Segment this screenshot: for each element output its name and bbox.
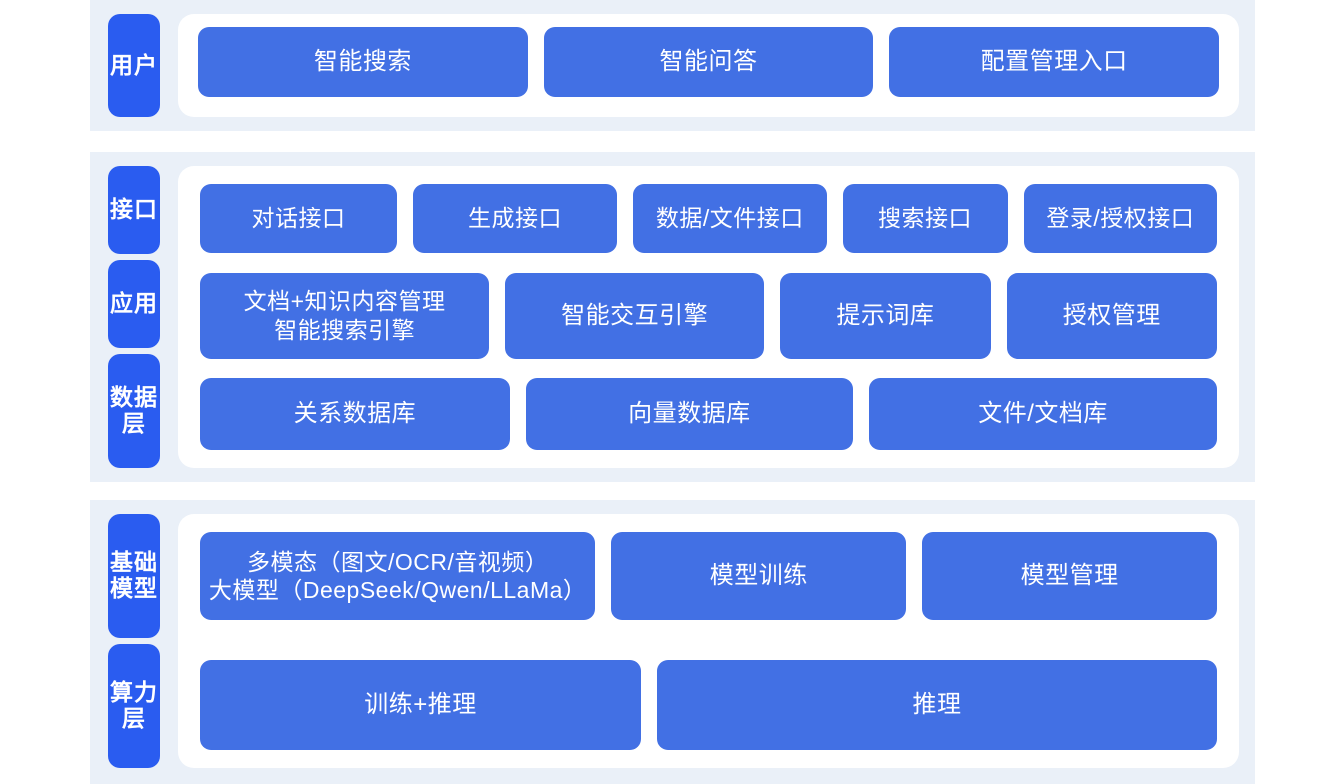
node-multimodal-large-model[interactable]: 多模态（图文/OCR/音视频） 大模型（DeepSeek/Qwen/LLaMa）: [200, 532, 596, 620]
section-application-layers: 接口 应用 数据层 对话接口 生成接口 数据/文件接口 搜索接口 登录/授权接口…: [90, 152, 1255, 482]
node-file-document-store[interactable]: 文件/文档库: [869, 378, 1218, 450]
node-training-and-inference[interactable]: 训练+推理: [200, 660, 641, 750]
node-config-management-entry[interactable]: 配置管理入口: [889, 27, 1220, 97]
row-data-stores: 关系数据库 向量数据库 文件/文档库: [200, 378, 1218, 450]
layer-tab-foundation-model[interactable]: 基础模型: [108, 514, 160, 638]
node-smart-qa[interactable]: 智能问答: [543, 27, 874, 97]
content-card-middle: 对话接口 生成接口 数据/文件接口 搜索接口 登录/授权接口 文档+知识内容管理…: [178, 166, 1239, 468]
node-search-api[interactable]: 搜索接口: [842, 184, 1008, 253]
node-generation-api[interactable]: 生成接口: [412, 184, 618, 253]
node-dialog-api[interactable]: 对话接口: [200, 184, 397, 253]
layer-tab-application[interactable]: 应用: [108, 260, 160, 349]
row-compute-modules: 训练+推理 推理: [200, 660, 1217, 750]
layer-tab-compute[interactable]: 算力层: [108, 644, 160, 768]
layer-tab-user[interactable]: 用户: [108, 14, 160, 117]
row-model-modules: 多模态（图文/OCR/音视频） 大模型（DeepSeek/Qwen/LLaMa）…: [200, 532, 1218, 620]
row-user-entries: 智能搜索 智能问答 配置管理入口: [198, 27, 1220, 97]
row-application-modules: 文档+知识内容管理 智能搜索引擎 智能交互引擎 提示词库 授权管理: [200, 272, 1217, 359]
tab-rail-user: 用户: [90, 0, 178, 131]
node-smart-interaction-engine[interactable]: 智能交互引擎: [505, 272, 765, 359]
node-model-management[interactable]: 模型管理: [922, 532, 1218, 620]
node-smart-search[interactable]: 智能搜索: [198, 27, 528, 97]
section-user-layer: 用户 智能搜索 智能问答 配置管理入口: [90, 0, 1255, 131]
node-doc-knowledge-content-management[interactable]: 文档+知识内容管理 智能搜索引擎: [200, 272, 490, 359]
section-infrastructure-layers: 基础模型 算力层 多模态（图文/OCR/音视频） 大模型（DeepSeek/Qw…: [90, 500, 1255, 784]
node-data-file-api[interactable]: 数据/文件接口: [633, 184, 827, 253]
node-model-training[interactable]: 模型训练: [611, 532, 907, 620]
node-login-auth-api[interactable]: 登录/授权接口: [1023, 184, 1217, 253]
content-card-user: 智能搜索 智能问答 配置管理入口: [178, 14, 1239, 117]
content-card-infra: 多模态（图文/OCR/音视频） 大模型（DeepSeek/Qwen/LLaMa）…: [178, 514, 1239, 768]
tab-rail-infra: 基础模型 算力层: [90, 500, 178, 784]
layer-tab-interface[interactable]: 接口: [108, 166, 160, 255]
row-interface-apis: 对话接口 生成接口 数据/文件接口 搜索接口 登录/授权接口: [200, 184, 1217, 253]
node-authorization-management[interactable]: 授权管理: [1006, 272, 1217, 359]
node-relational-database[interactable]: 关系数据库: [200, 378, 510, 450]
tab-rail-middle: 接口 应用 数据层: [90, 152, 178, 482]
node-inference[interactable]: 推理: [657, 660, 1217, 750]
node-vector-database[interactable]: 向量数据库: [525, 378, 854, 450]
node-prompt-library[interactable]: 提示词库: [780, 272, 991, 359]
layer-tab-data[interactable]: 数据层: [108, 354, 160, 468]
